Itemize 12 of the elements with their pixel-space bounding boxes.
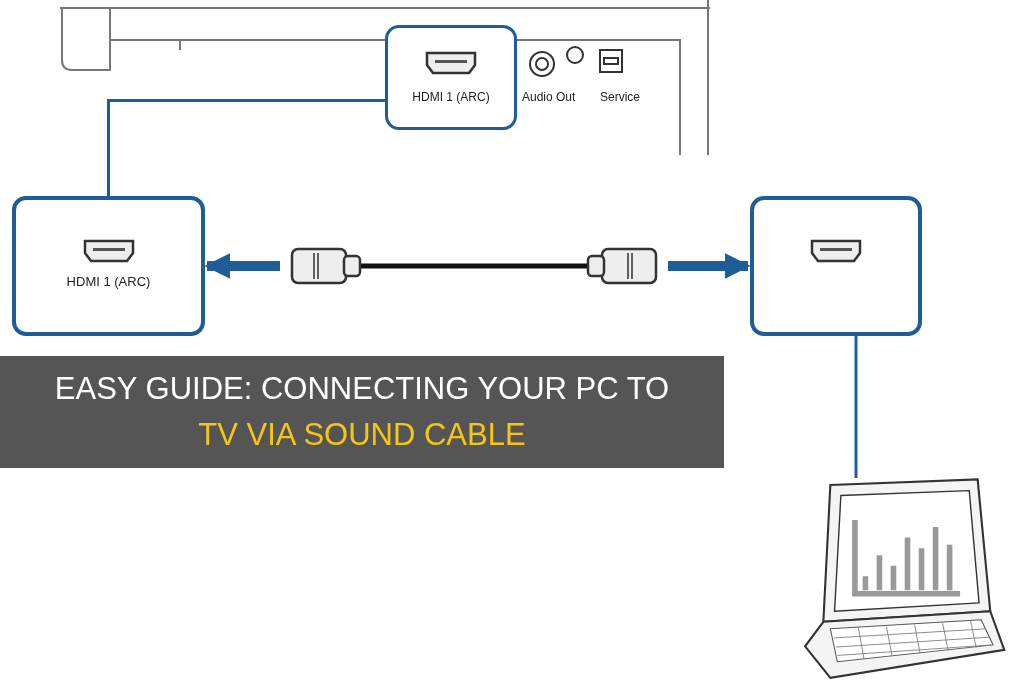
highlighted-port-frame bbox=[385, 25, 517, 130]
port-label: HDMI 1 (ARC) bbox=[65, 274, 152, 289]
port-label: Audio Out bbox=[522, 90, 576, 104]
arrow bbox=[204, 253, 280, 279]
connector-line bbox=[854, 336, 858, 478]
connector-line bbox=[107, 99, 385, 196]
arrow bbox=[668, 253, 751, 279]
title: EASY GUIDE: CONNECTING YOUR PC TO TV VIA SOUND CABLE bbox=[53, 370, 671, 454]
port-label: HDMI 1 (ARC) bbox=[411, 90, 491, 104]
port-callout-box bbox=[12, 196, 205, 336]
port-label: Service bbox=[600, 90, 640, 104]
port-callout-box bbox=[750, 196, 922, 336]
